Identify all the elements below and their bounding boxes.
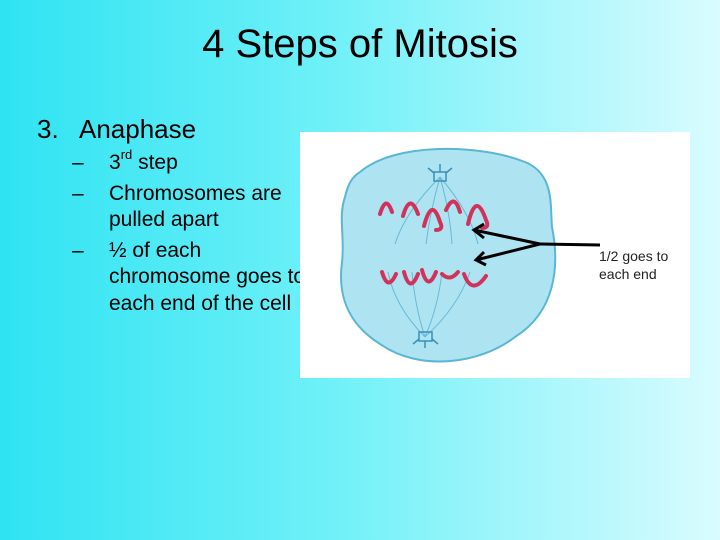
bullet-text: ½ of each chromosome goes to each end of… — [109, 238, 306, 315]
bullet-marker: – — [72, 181, 84, 205]
figure-label-line: 1/2 goes to — [599, 248, 669, 264]
step-name: Anaphase — [79, 114, 197, 144]
figure-label: 1/2 goes to each end — [599, 247, 668, 283]
ordinal-suffix: rd — [120, 147, 133, 162]
pointer-arrows — [471, 222, 601, 267]
bullet-text: 3 — [109, 151, 121, 174]
slide-title: 4 Steps of Mitosis — [202, 22, 518, 66]
bullet-list: –3rd step –Chromosomes are pulled apart … — [72, 147, 307, 321]
step-heading: 3. Anaphase — [37, 113, 196, 145]
bullet-marker: – — [72, 238, 84, 262]
top-centriole — [427, 164, 453, 182]
anaphase-illustration — [340, 147, 601, 363]
step-number: 3. — [37, 114, 59, 144]
figure-label-line: each end — [599, 266, 657, 282]
bullet-item: – ½ of each chromosome goes to each end o… — [72, 238, 307, 318]
bullet-text: Chromosomes are pulled apart — [109, 181, 282, 232]
cell-membrane — [340, 147, 557, 363]
lower-chromosomes — [380, 268, 488, 288]
bullet-item: – Chromosomes are pulled apart — [72, 181, 307, 234]
bullet-item: – 3rd step — [72, 147, 307, 177]
upper-chromosomes — [378, 199, 490, 232]
bottom-centriole — [412, 331, 439, 348]
anaphase-diagram — [300, 132, 690, 378]
bullet-text-after: step — [132, 151, 178, 174]
bullet-marker: – — [72, 151, 84, 174]
